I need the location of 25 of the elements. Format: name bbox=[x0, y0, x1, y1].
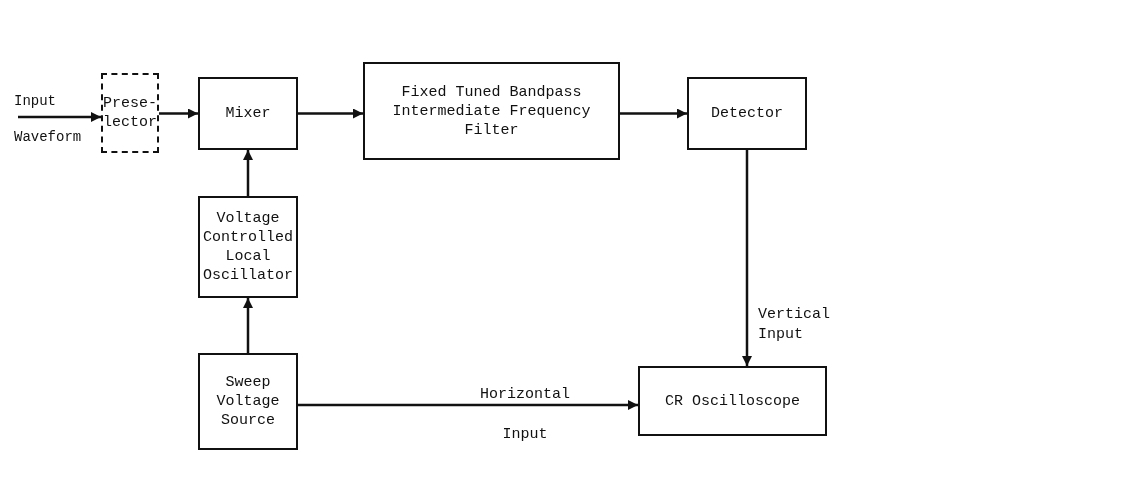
arrow bbox=[243, 150, 253, 196]
arrow bbox=[298, 108, 363, 119]
box-label: Fixed Tuned Bandpass Intermediate Frequency Filter bbox=[391, 82, 592, 141]
process-box bbox=[687, 77, 807, 150]
dashed-process-box bbox=[101, 73, 159, 153]
arrow bbox=[159, 108, 198, 119]
process-box bbox=[198, 353, 298, 450]
process-box bbox=[198, 77, 298, 150]
box-label: Voltage Controlled Local Oscillator bbox=[202, 209, 294, 286]
box-label: Sweep Voltage Source bbox=[215, 373, 281, 431]
box-label: Prese- lector bbox=[102, 94, 158, 133]
arrow bbox=[243, 298, 253, 353]
box-label: Detector bbox=[710, 104, 784, 124]
edge-label: Horizontal Input bbox=[480, 385, 570, 445]
process-box bbox=[198, 196, 298, 298]
arrow bbox=[742, 150, 752, 366]
process-box bbox=[638, 366, 827, 436]
edge-label: Input Waveform bbox=[14, 92, 83, 147]
arrow bbox=[18, 112, 101, 122]
box-label: Mixer bbox=[224, 104, 272, 124]
arrow bbox=[298, 400, 638, 410]
edge-label: Vertical Input bbox=[758, 305, 828, 345]
box-label: CR Oscilloscope bbox=[664, 391, 801, 412]
process-box bbox=[363, 62, 620, 160]
arrow bbox=[620, 108, 687, 119]
